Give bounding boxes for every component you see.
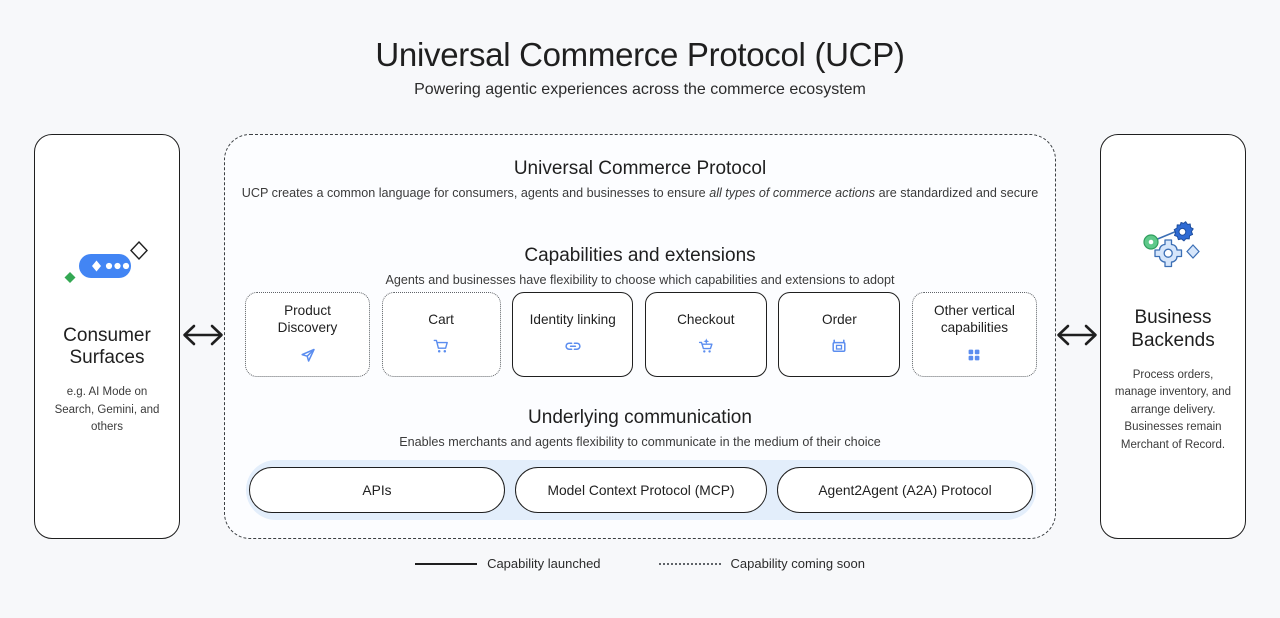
protocol-to-business-arrow — [1054, 320, 1100, 350]
cart-sparkle-icon — [697, 337, 715, 355]
communication-pill-tray: APIs Model Context Protocol (MCP) Agent2… — [246, 460, 1036, 520]
capabilities-subtitle: Agents and businesses have flexibility t… — [385, 273, 895, 287]
capability-label: Identity linking — [529, 311, 616, 327]
consumer-surfaces-description: e.g. AI Mode on Search, Gemini, and othe… — [54, 386, 160, 434]
protocol-description: UCP creates a common language for consum… — [225, 185, 1055, 203]
capability-card-product-discovery[interactable]: Product Discovery — [245, 292, 370, 377]
legend-label: Capability launched — [487, 556, 601, 571]
capability-card-cart[interactable]: Cart — [381, 292, 501, 377]
ai-chat-pill-sparkle-icon — [61, 237, 153, 299]
legend: Capability launched Capability coming so… — [0, 556, 1280, 571]
dotted-line-swatch — [658, 562, 721, 565]
protocol-heading-block: Universal Commerce Protocol UCP creates … — [225, 158, 1055, 203]
solid-line-swatch — [415, 562, 478, 565]
capability-label: Checkout — [677, 311, 735, 327]
communication-pill-mcp[interactable]: Model Context Protocol (MCP) — [515, 467, 767, 513]
package-box-icon — [830, 337, 848, 355]
capability-label: Cart — [428, 311, 454, 327]
page-title: Universal Commerce Protocol (UCP) — [375, 36, 905, 73]
send-paper-plane-icon — [299, 346, 317, 364]
capability-cards-row: Product Discovery Cart — [245, 292, 1037, 377]
business-backends-description: Process orders, manage inventory, and ar… — [1114, 368, 1232, 451]
consumer-to-protocol-arrow — [180, 320, 226, 350]
communication-pill-apis[interactable]: APIs — [249, 467, 505, 513]
gears-settings-icon — [1127, 219, 1219, 281]
shopping-cart-icon — [432, 337, 450, 355]
grid-dots-icon — [965, 346, 983, 364]
protocol-title: Universal Commerce Protocol — [513, 158, 767, 179]
capabilities-title: Capabilities and extensions — [524, 245, 756, 266]
legend-item-coming-soon: Capability coming soon — [658, 556, 865, 571]
capability-card-other-vertical[interactable]: Other vertical capabilities — [911, 292, 1037, 377]
business-backends-panel: Business Backends Process orders, manage… — [1100, 134, 1246, 539]
legend-label: Capability coming soon — [730, 556, 865, 571]
universal-commerce-protocol-container: Universal Commerce Protocol UCP creates … — [224, 134, 1056, 539]
page-subtitle: Powering agentic experiences across the … — [414, 81, 866, 98]
capabilities-heading-block: Capabilities and extensions Agents and b… — [225, 245, 1055, 290]
legend-item-launched: Capability launched — [415, 556, 601, 571]
link-chain-icon — [564, 337, 582, 355]
communication-subtitle: Enables merchants and agents flexibility… — [399, 435, 881, 449]
capability-label: Product Discovery — [277, 303, 338, 335]
capability-card-identity-linking[interactable]: Identity linking — [512, 292, 634, 377]
communication-title: Underlying communication — [528, 407, 752, 428]
communication-pill-a2a[interactable]: Agent2Agent (A2A) Protocol — [777, 467, 1033, 513]
capability-label: Other vertical capabilities — [934, 303, 1015, 335]
protocol-description-pre: UCP creates a common language for consum… — [241, 186, 710, 200]
capability-label: Order — [822, 311, 857, 327]
communication-heading-block: Underlying communication Enables merchan… — [225, 407, 1055, 452]
protocol-description-post: are standardized and secure — [875, 186, 1039, 200]
business-backends-title: Business Backends — [1131, 307, 1215, 351]
capability-card-order[interactable]: Order — [778, 292, 901, 377]
consumer-surfaces-panel: Consumer Surfaces e.g. AI Mode on Search… — [34, 134, 180, 539]
consumer-surfaces-title: Consumer Surfaces — [63, 324, 151, 369]
capability-card-checkout[interactable]: Checkout — [644, 292, 767, 377]
protocol-description-emphasis: all types of commerce actions — [709, 186, 876, 200]
